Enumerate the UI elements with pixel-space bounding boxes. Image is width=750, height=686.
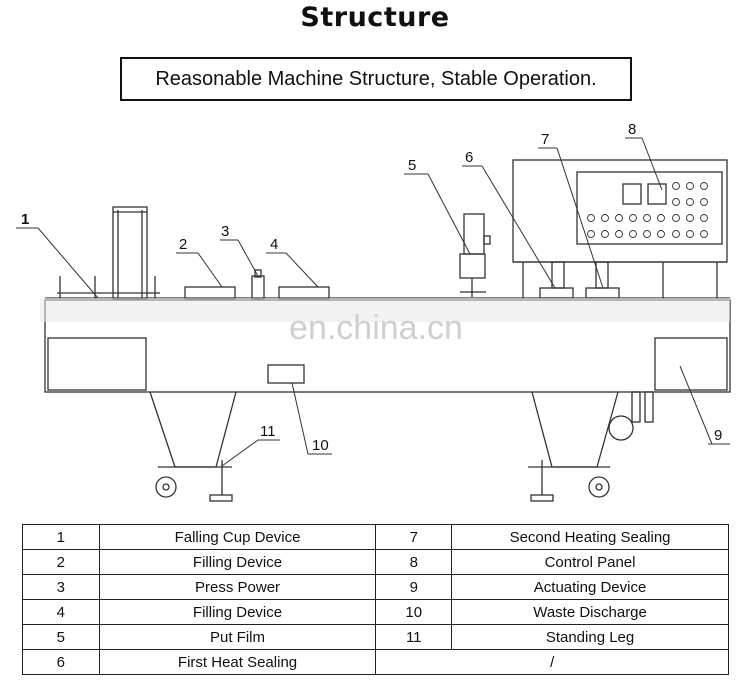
table-cell: 4 [22,599,100,625]
machine-structure-diagram: 1 2 3 4 5 6 7 8 9 10 11 en.china.cn [16,121,731,502]
callout-5: 5 [408,157,416,174]
table-cell: Filling Device [98,549,377,575]
callout-3: 3 [221,223,229,240]
table-cell: Falling Cup Device [98,524,377,550]
callout-4: 4 [270,236,278,253]
page-title: Structure [300,2,450,33]
table-cell: Waste Discharge [451,599,729,625]
table-cell: 11 [375,624,453,650]
callout-7: 7 [541,131,549,148]
table-cell: Second Heating Sealing [451,524,729,550]
callout-8: 8 [628,121,636,138]
table-row: 6 First Heat Sealing / [22,649,729,675]
left-tank [47,337,147,391]
filling-device-4 [278,286,330,300]
table-row: 5 Put Film 11 Standing Leg [22,624,729,650]
callout-9: 9 [714,427,722,444]
right-tank [654,337,728,391]
left-standing-leg [149,391,237,468]
right-standing-leg [531,391,619,468]
table-cell: Actuating Device [451,574,729,600]
actuating-motor [608,415,634,441]
table-row: 4 Filling Device 10 Waste Discharge [22,599,729,625]
watermark: en.china.cn [289,309,463,347]
right-wheel [588,476,610,498]
table-cell: Control Panel [451,549,729,575]
callout-1: 1 [21,211,29,228]
table-cell: 5 [22,624,100,650]
table-cell: 10 [375,599,453,625]
callout-11: 11 [260,423,276,440]
callout-10: 10 [312,437,329,454]
left-wheel [155,476,177,498]
table-cell: 1 [22,524,100,550]
table-cell: 8 [375,549,453,575]
subtitle-box: Reasonable Machine Structure, Stable Ope… [120,57,632,101]
table-cell: 9 [375,574,453,600]
table-row: 3 Press Power 9 Actuating Device [22,574,729,600]
table-cell: Put Film [98,624,377,650]
first-heat-sealer [551,261,565,289]
callout-2: 2 [179,236,187,253]
table-row: 1 Falling Cup Device 7 Second Heating Se… [22,524,729,550]
filling-device-2 [184,286,236,300]
control-cabinet [512,159,728,263]
table-cell: First Heat Sealing [98,649,377,675]
table-cell: Filling Device [98,599,377,625]
press-power [251,275,265,300]
table-cell: 2 [22,549,100,575]
table-cell: Press Power [98,574,377,600]
table-row: 2 Filling Device 8 Control Panel [22,549,729,575]
table-cell: Standing Leg [451,624,729,650]
table-cell: / [375,649,729,675]
parts-table: 1 Falling Cup Device 7 Second Heating Se… [22,524,729,675]
callout-6: 6 [465,149,473,166]
table-cell: 6 [22,649,100,675]
control-buttons [587,182,708,238]
table-cell: 7 [375,524,453,550]
waste-discharge-box [267,364,305,384]
table-cell: 3 [22,574,100,600]
